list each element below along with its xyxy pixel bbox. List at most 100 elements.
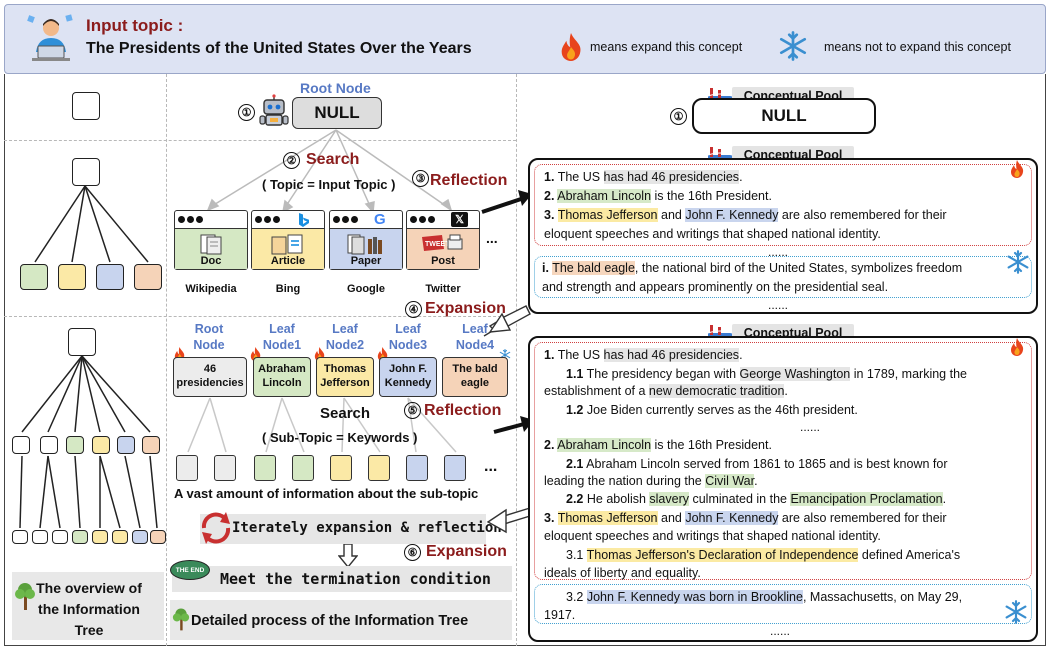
search-fan-lines [206,129,453,214]
source-paper-body: Paper [330,229,402,269]
overview-leaf-node [20,264,48,290]
pool2-expand-line-2: 2. Abraham Lincoln is the 16th President… [544,189,772,203]
pool3-line: ideals of liberty and equality. [544,566,701,580]
detailed-process-title: Detailed process of the Information Tree [191,613,469,629]
overview-mid-node [12,436,30,454]
overview-deep-node [132,530,148,544]
pool3-line: 3.2 John F. Kennedy was born in Brooklin… [566,590,963,604]
step-5-reflection: Reflection [424,402,502,419]
step-5-marker: ⑤ [404,402,421,419]
overview-deep-node [92,530,108,544]
not-expand-concepts-box [534,584,1032,624]
pool2-expand-line-4: eloquent speeches and writings that shap… [544,227,881,241]
down-hollow-arrow [338,544,358,568]
pool2-ellipsis-2: ...... [768,298,789,312]
overview-root-node-3 [68,328,96,356]
tree-icon [172,608,190,631]
overview-root-node-2 [72,158,100,186]
input-topic-title: The Presidents of the United States Over… [86,40,472,57]
detailed-box [170,600,512,640]
info-node [406,455,428,481]
the-end-badge: THE END [170,560,210,580]
overview-deep-node [112,530,128,544]
pool3-line: 3.1 Thomas Jefferson's Declaration of In… [566,548,961,562]
browser-bar [175,211,247,229]
snowflake-icon [1005,600,1027,624]
vast-info-text: A vast amount of information about the s… [174,486,479,501]
pool2-expand-line-3: 3. Thomas Jefferson and John F. Kennedy … [544,208,947,222]
info-ellipsis: ... [484,458,498,475]
overview-tree-edges [19,185,158,529]
pool3-line: 1.1 The presidency began with George Was… [566,367,967,381]
source-article-body: Article [252,229,324,269]
pool3-ellipsis-2: ...... [770,624,791,638]
leaf-node-3: John F. Kennedy [379,357,437,397]
source-doc-card[interactable]: Doc [174,210,248,270]
step-4-marker: ④ [405,301,422,318]
browser-bar: 𝕏 [407,211,479,229]
column-separator-2 [516,74,517,646]
info-node [214,455,236,481]
root-null-node: NULL [292,97,382,129]
termination-bar [172,566,512,592]
row-separator-2 [4,316,516,317]
overview-deep-node [12,530,28,544]
pool3-line: 1.2 Joe Biden currently serves as the 46… [566,403,858,417]
leaf-label-3: Leaf Node3 [388,322,428,353]
input-topic-label: Input topic : [86,16,184,35]
browser-bar [252,211,324,229]
step-2-marker: ② [283,152,300,169]
expand-concepts-box [534,342,1032,580]
flame-icon [1011,338,1024,356]
source-article-card[interactable]: Article [251,210,325,270]
source-post-card[interactable]: 𝕏 TWEET Post [406,210,480,270]
pool3-line: establishment of a new democratic tradit… [544,384,788,398]
iterate-text: Iterately expansion & reflection [232,520,502,536]
snowflake-icon [1007,250,1029,274]
snowflake-icon [779,31,807,61]
row-separator-1 [4,140,516,141]
info-node [368,455,390,481]
termination-text: Meet the termination condition [220,570,491,588]
source-site-twitter: Twitter [425,283,461,295]
root-node-label: Root Node [300,80,371,96]
subtopic-equation: ( Sub-Topic = Keywords ) [262,430,418,445]
overview-deep-node [32,530,48,544]
pool2-expand-line-1: 1. The US has had 46 presidencies. [544,170,743,184]
pool3-line: leading the nation during the Civil War. [544,474,758,488]
search-2-label: Search [320,405,371,422]
svg-text:TWEET: TWEET [425,241,450,248]
info-node [330,455,352,481]
iterate-bar [200,514,486,544]
pool3-ellipsis-1: ...... [800,420,821,434]
pool3-line: 1. The US has had 46 presidencies. [544,348,743,362]
article-icon [271,234,303,255]
google-logo-icon: G [374,211,386,228]
user-computer-icon [26,12,76,64]
not-expand-concepts-box [534,256,1032,298]
overview-leaf-node [58,264,86,290]
main-frame [4,74,1046,646]
overview-mid-node [66,436,84,454]
flame-icon [561,33,581,61]
overview-mid-node [92,436,110,454]
source-paper-card[interactable]: G Paper [329,210,403,270]
pool2-ellipsis-1: ...... [768,245,789,259]
info-node [254,455,276,481]
pool3-line: 1917. [544,608,576,622]
topic-equation: ( Topic = Input Topic ) [262,177,396,192]
leaf-node-root: 46 presidencies [173,357,247,397]
leaf-label-4: Leaf Node4 [455,322,495,353]
source-site-bing: Bing [275,283,301,295]
pool2-not-expand-line-2: and strength and appears prominently on … [542,280,889,294]
step-6-marker: ⑥ [404,544,421,561]
step-6-expansion: Expansion [426,543,507,560]
info-node [292,455,314,481]
tweet-post-icon: TWEET [422,234,463,251]
overview-title-box [12,572,164,640]
tree-icon [15,583,35,610]
leaf-node-1: Abraham Lincoln [253,357,311,397]
paper-icon [347,234,382,255]
legend-not-expand-text: means not to expand this concept [824,40,1011,54]
overview-mid-node [117,436,135,454]
